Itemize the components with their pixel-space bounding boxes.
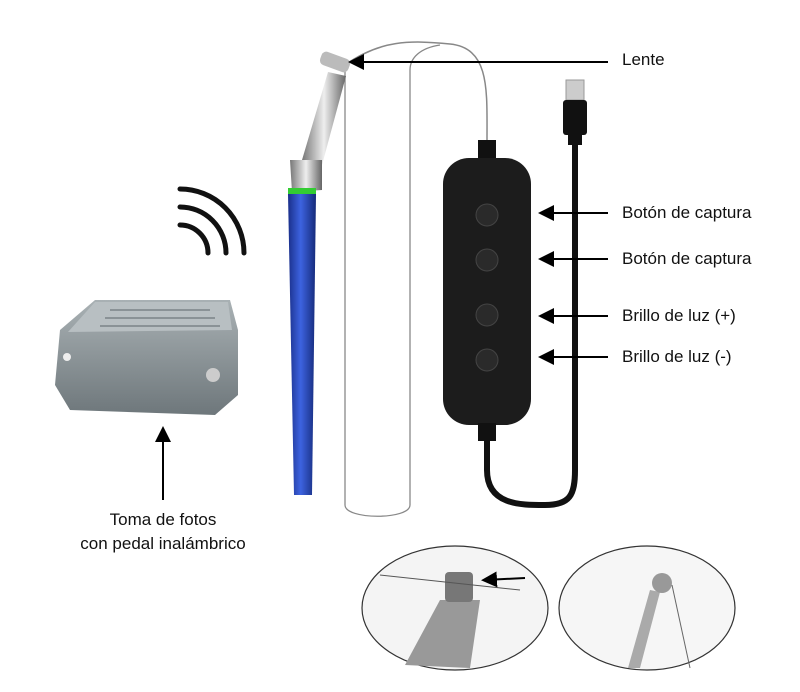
label-lens: Lente xyxy=(622,50,665,69)
camera-cable-loop xyxy=(344,44,441,517)
controller-box xyxy=(443,140,531,441)
probe-detail-closeup xyxy=(558,545,736,671)
usb-cable xyxy=(484,140,578,509)
pedal-caption-line2: con pedal inalámbrico xyxy=(80,534,246,553)
camera-cable xyxy=(344,41,488,141)
label-brightness-down: Brillo de luz (-) xyxy=(622,347,732,366)
label-brightness-up: Brillo de luz (+) xyxy=(622,306,736,325)
label-capture-button-1: Botón de captura xyxy=(622,203,752,222)
pedal-caption-line1: Toma de fotos xyxy=(109,510,217,529)
pedal-caption: Toma de fotos con pedal inalámbrico xyxy=(43,508,283,556)
wireless-signal-icon xyxy=(177,186,247,256)
intraoral-camera-handpiece xyxy=(288,51,351,495)
wireless-foot-pedal xyxy=(55,300,238,415)
label-capture-button-2: Botón de captura xyxy=(622,249,752,268)
lens-detail-closeup xyxy=(361,545,549,671)
usb-plug-icon xyxy=(563,79,587,145)
